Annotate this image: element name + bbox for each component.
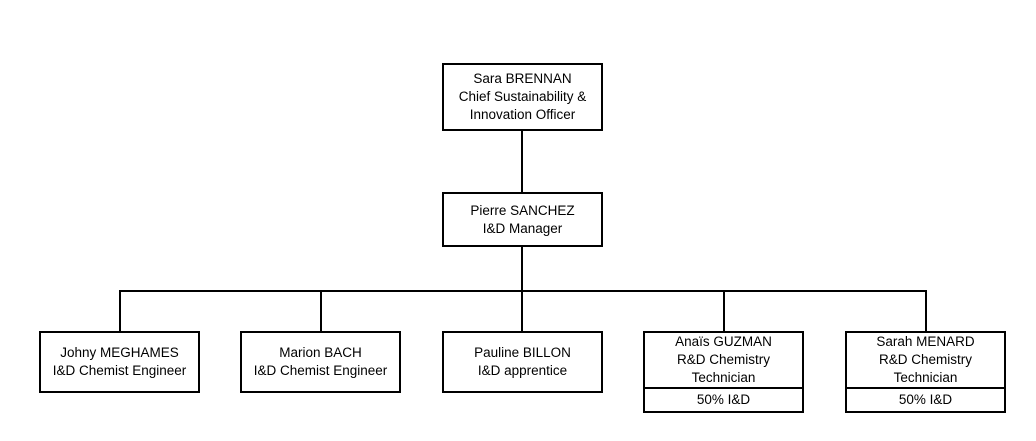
org-node-meghames[interactable]: Johny MEGHAMES I&D Chemist Engineer [39, 331, 200, 393]
org-node-body: Pauline BILLON I&D apprentice [444, 333, 601, 391]
connector-bus-to-guzman [723, 290, 725, 331]
org-node-body: Anaïs GUZMAN R&D Chemistry Technician [645, 333, 802, 387]
org-node-title-line-1: R&D Chemistry [676, 352, 770, 367]
org-node-bach[interactable]: Marion BACH I&D Chemist Engineer [240, 331, 401, 393]
org-node-name: Pierre SANCHEZ [470, 202, 575, 218]
org-node-body: Marion BACH I&D Chemist Engineer [242, 333, 399, 391]
org-node-title-line-1: I&D Manager [482, 220, 563, 236]
connector-bus-to-billon [521, 290, 523, 331]
org-node-allocation: 50% I&D [696, 392, 751, 407]
org-node-title-line-2: Technician [893, 370, 958, 385]
org-node-title-line-2: Technician [691, 370, 756, 385]
connector-horizontal-bus [119, 290, 927, 292]
org-node-title-line-1: R&D Chemistry [878, 352, 972, 367]
org-node-menard[interactable]: Sarah MENARD R&D Chemistry Technician 50… [845, 331, 1006, 413]
connector-bus-to-bach [320, 290, 322, 331]
org-node-guzman[interactable]: Anaïs GUZMAN R&D Chemistry Technician 50… [643, 331, 804, 413]
org-node-name: Sara BRENNAN [473, 71, 572, 86]
org-node-name: Marion BACH [279, 345, 362, 360]
org-node-body: Sara BRENNAN Chief Sustainability & Inno… [444, 65, 601, 129]
org-node-name: Sarah MENARD [876, 334, 975, 349]
org-node-name: Pauline BILLON [474, 345, 571, 360]
connector-brennan-to-sanchez [521, 131, 523, 192]
org-node-brennan[interactable]: Sara BRENNAN Chief Sustainability & Inno… [442, 63, 603, 131]
org-node-title-line-1: I&D apprentice [477, 363, 568, 378]
org-node-body: Sarah MENARD R&D Chemistry Technician [847, 333, 1004, 387]
connector-bus-to-meghames [119, 290, 121, 331]
connector-bus-to-menard [925, 290, 927, 331]
org-node-allocation-box: 50% I&D [645, 387, 802, 411]
org-node-allocation: 50% I&D [898, 392, 953, 407]
org-node-name: Johny MEGHAMES [60, 345, 179, 360]
org-node-body: Pierre SANCHEZ I&D Manager [444, 194, 601, 245]
org-node-body: Johny MEGHAMES I&D Chemist Engineer [41, 333, 198, 391]
org-node-allocation-box: 50% I&D [847, 387, 1004, 411]
org-node-title-line-1: I&D Chemist Engineer [52, 363, 187, 378]
org-node-billon[interactable]: Pauline BILLON I&D apprentice [442, 331, 603, 393]
org-node-title-line-2: Innovation Officer [469, 107, 576, 122]
connector-sanchez-to-bus [521, 247, 523, 291]
org-node-sanchez[interactable]: Pierre SANCHEZ I&D Manager [442, 192, 603, 247]
org-node-title-line-1: I&D Chemist Engineer [253, 363, 388, 378]
org-node-name: Anaïs GUZMAN [675, 334, 772, 349]
org-node-title-line-1: Chief Sustainability & [458, 89, 587, 104]
